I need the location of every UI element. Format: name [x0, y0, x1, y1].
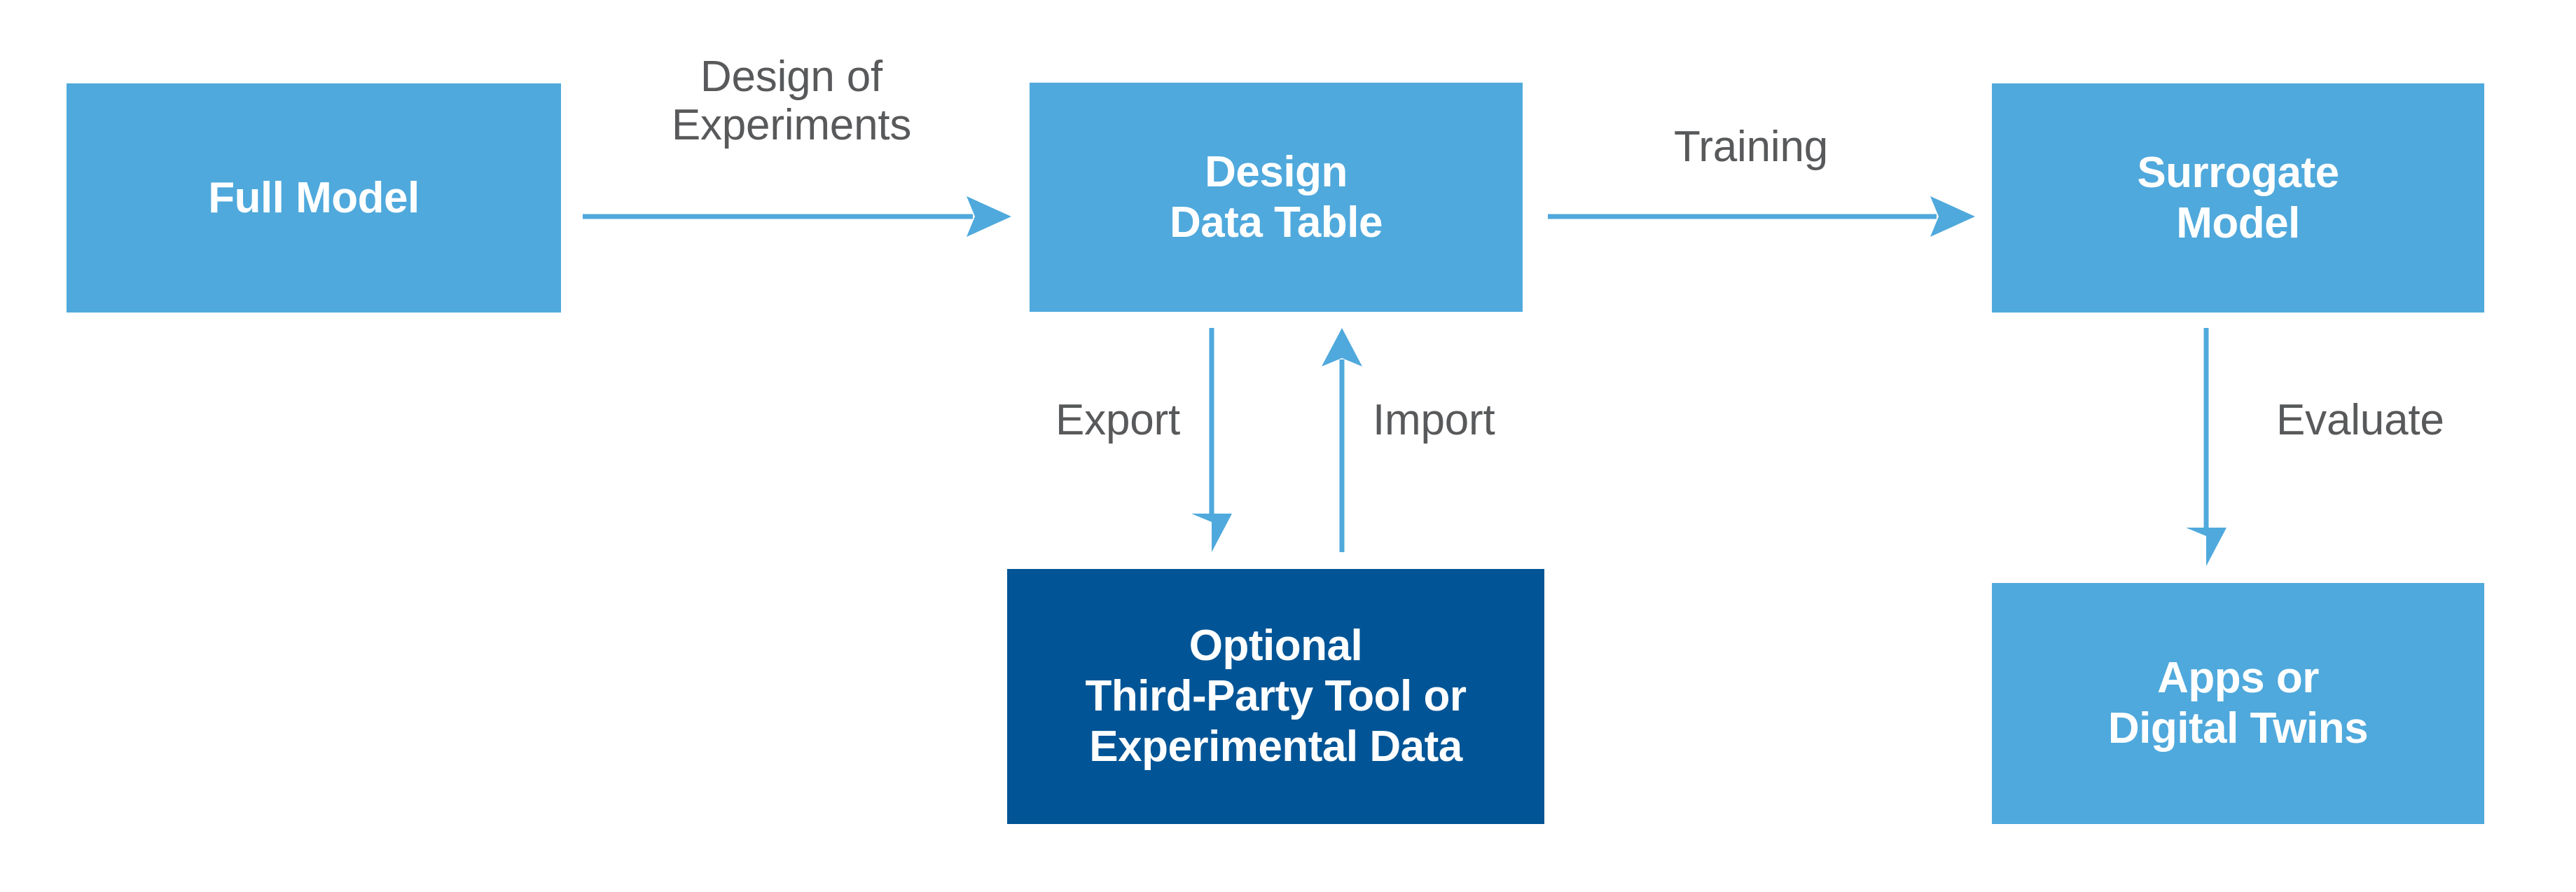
arrow-down-export: [1191, 328, 1232, 552]
edge-label-import: Import: [1373, 396, 1495, 444]
arrow-right-design-of-experiments: [583, 196, 1011, 237]
arrow-up-import: [1322, 328, 1362, 552]
node-full-model[interactable]: Full Model: [67, 83, 561, 313]
arrow-down-evaluate: [2186, 328, 2227, 566]
node-design-data-table[interactable]: Design Data Table: [1030, 83, 1523, 312]
node-optional-third-party-tool[interactable]: Optional Third-Party Tool or Experimenta…: [1007, 569, 1544, 824]
edge-label-evaluate: Evaluate: [2276, 396, 2444, 444]
edge-label-training: Training: [1673, 123, 1829, 171]
node-apps-or-digital-twins[interactable]: Apps or Digital Twins: [1992, 583, 2484, 824]
arrow-right-training: [1548, 196, 1975, 237]
node-surrogate-model[interactable]: Surrogate Model: [1992, 83, 2484, 313]
edge-label-export: Export: [1055, 396, 1180, 444]
edge-label-design-of-experiments: Design of Experiments: [671, 53, 912, 150]
